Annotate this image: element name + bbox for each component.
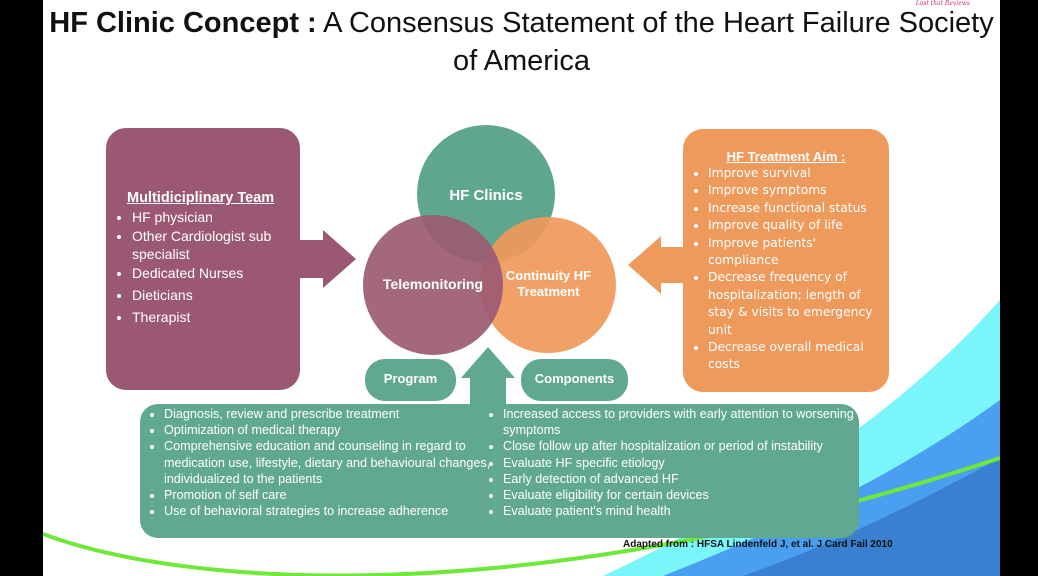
list-item: Evaluate eligibility for certain devices: [503, 487, 873, 503]
venn-label-telemonitoring: Telemonitoring: [382, 276, 484, 292]
list-item: Improve patients' compliance: [708, 235, 888, 270]
list-item: Other Cardiologist sub specialist: [132, 227, 302, 263]
list-item: Optimization of medical therapy: [164, 422, 494, 438]
list-item: Decrease overall medical costs: [708, 339, 888, 374]
list-item: Early detection of advanced HF: [503, 471, 873, 487]
list-item: Evaluate HF specific etiology: [503, 455, 873, 471]
program-components-box: Diagnosis, review and prescribe treatmen…: [140, 404, 859, 538]
venn-label-hf-clinics: HF Clinics: [449, 187, 523, 204]
list-item: Therapist: [132, 308, 302, 326]
list-item: Improve quality of life: [708, 217, 888, 234]
team-heading: Multidiciplinary Team: [127, 190, 275, 206]
list-item: Comprehensive education and counseling i…: [164, 438, 494, 487]
list-item: Dieticians: [132, 286, 302, 304]
circle-continuity: [480, 217, 616, 353]
program-pill: Program: [365, 359, 456, 401]
blue-wave: [743, 458, 1000, 576]
watermark-logo: Lost that Reviews: [915, 0, 970, 7]
list-item: Improve symptoms: [708, 182, 888, 199]
list-item: Increase functional status: [708, 200, 888, 217]
up-arrow: [461, 347, 515, 408]
title-rest: A Consensus Statement of the Heart Failu…: [316, 7, 994, 77]
list-item: HF physician: [132, 208, 302, 226]
citation: Adapted from : HFSA Lindenfeld J, et al.…: [623, 539, 893, 550]
list-item: Close follow up after hospitalization or…: [503, 438, 873, 454]
title-bold: HF Clinic Concept :: [49, 7, 317, 39]
list-item: Use of behavioral strategies to increase…: [164, 503, 494, 519]
components-pill: Components: [521, 359, 628, 401]
venn-label-continuity: Continuity HF Treatment: [505, 268, 592, 299]
aim-heading: HF Treatment Aim :: [726, 149, 846, 164]
background-waves: [43, 125, 1000, 576]
circle-telemonitoring: [363, 215, 503, 355]
team-list: HF physician Other Cardiologist sub spec…: [116, 208, 302, 327]
program-list: Diagnosis, review and prescribe treatmen…: [150, 406, 494, 519]
slide: HF Clinic Concept : A Consensus Statemen…: [43, 0, 1000, 576]
team-box: Multidiciplinary Team HF physician Other…: [106, 128, 300, 390]
aim-list: Improve survival Improve symptoms Increa…: [692, 165, 888, 374]
left-arrow: [628, 236, 685, 294]
right-arrow: [298, 230, 356, 288]
list-item: Decrease frequency of hospitalization; l…: [708, 269, 888, 339]
aim-box: HF Treatment Aim : Improve survival Impr…: [683, 129, 889, 392]
list-item: Increased access to providers with early…: [503, 406, 873, 438]
list-item: Promotion of self care: [164, 487, 494, 503]
slide-title: HF Clinic Concept : A Consensus Statemen…: [43, 4, 1000, 80]
list-item: Diagnosis, review and prescribe treatmen…: [164, 406, 494, 422]
list-item: Dedicated Nurses: [132, 264, 302, 282]
list-item: Evaluate patient's mind health: [503, 503, 873, 519]
components-list: Increased access to providers with early…: [489, 406, 873, 519]
list-item: Improve survival: [708, 165, 888, 182]
